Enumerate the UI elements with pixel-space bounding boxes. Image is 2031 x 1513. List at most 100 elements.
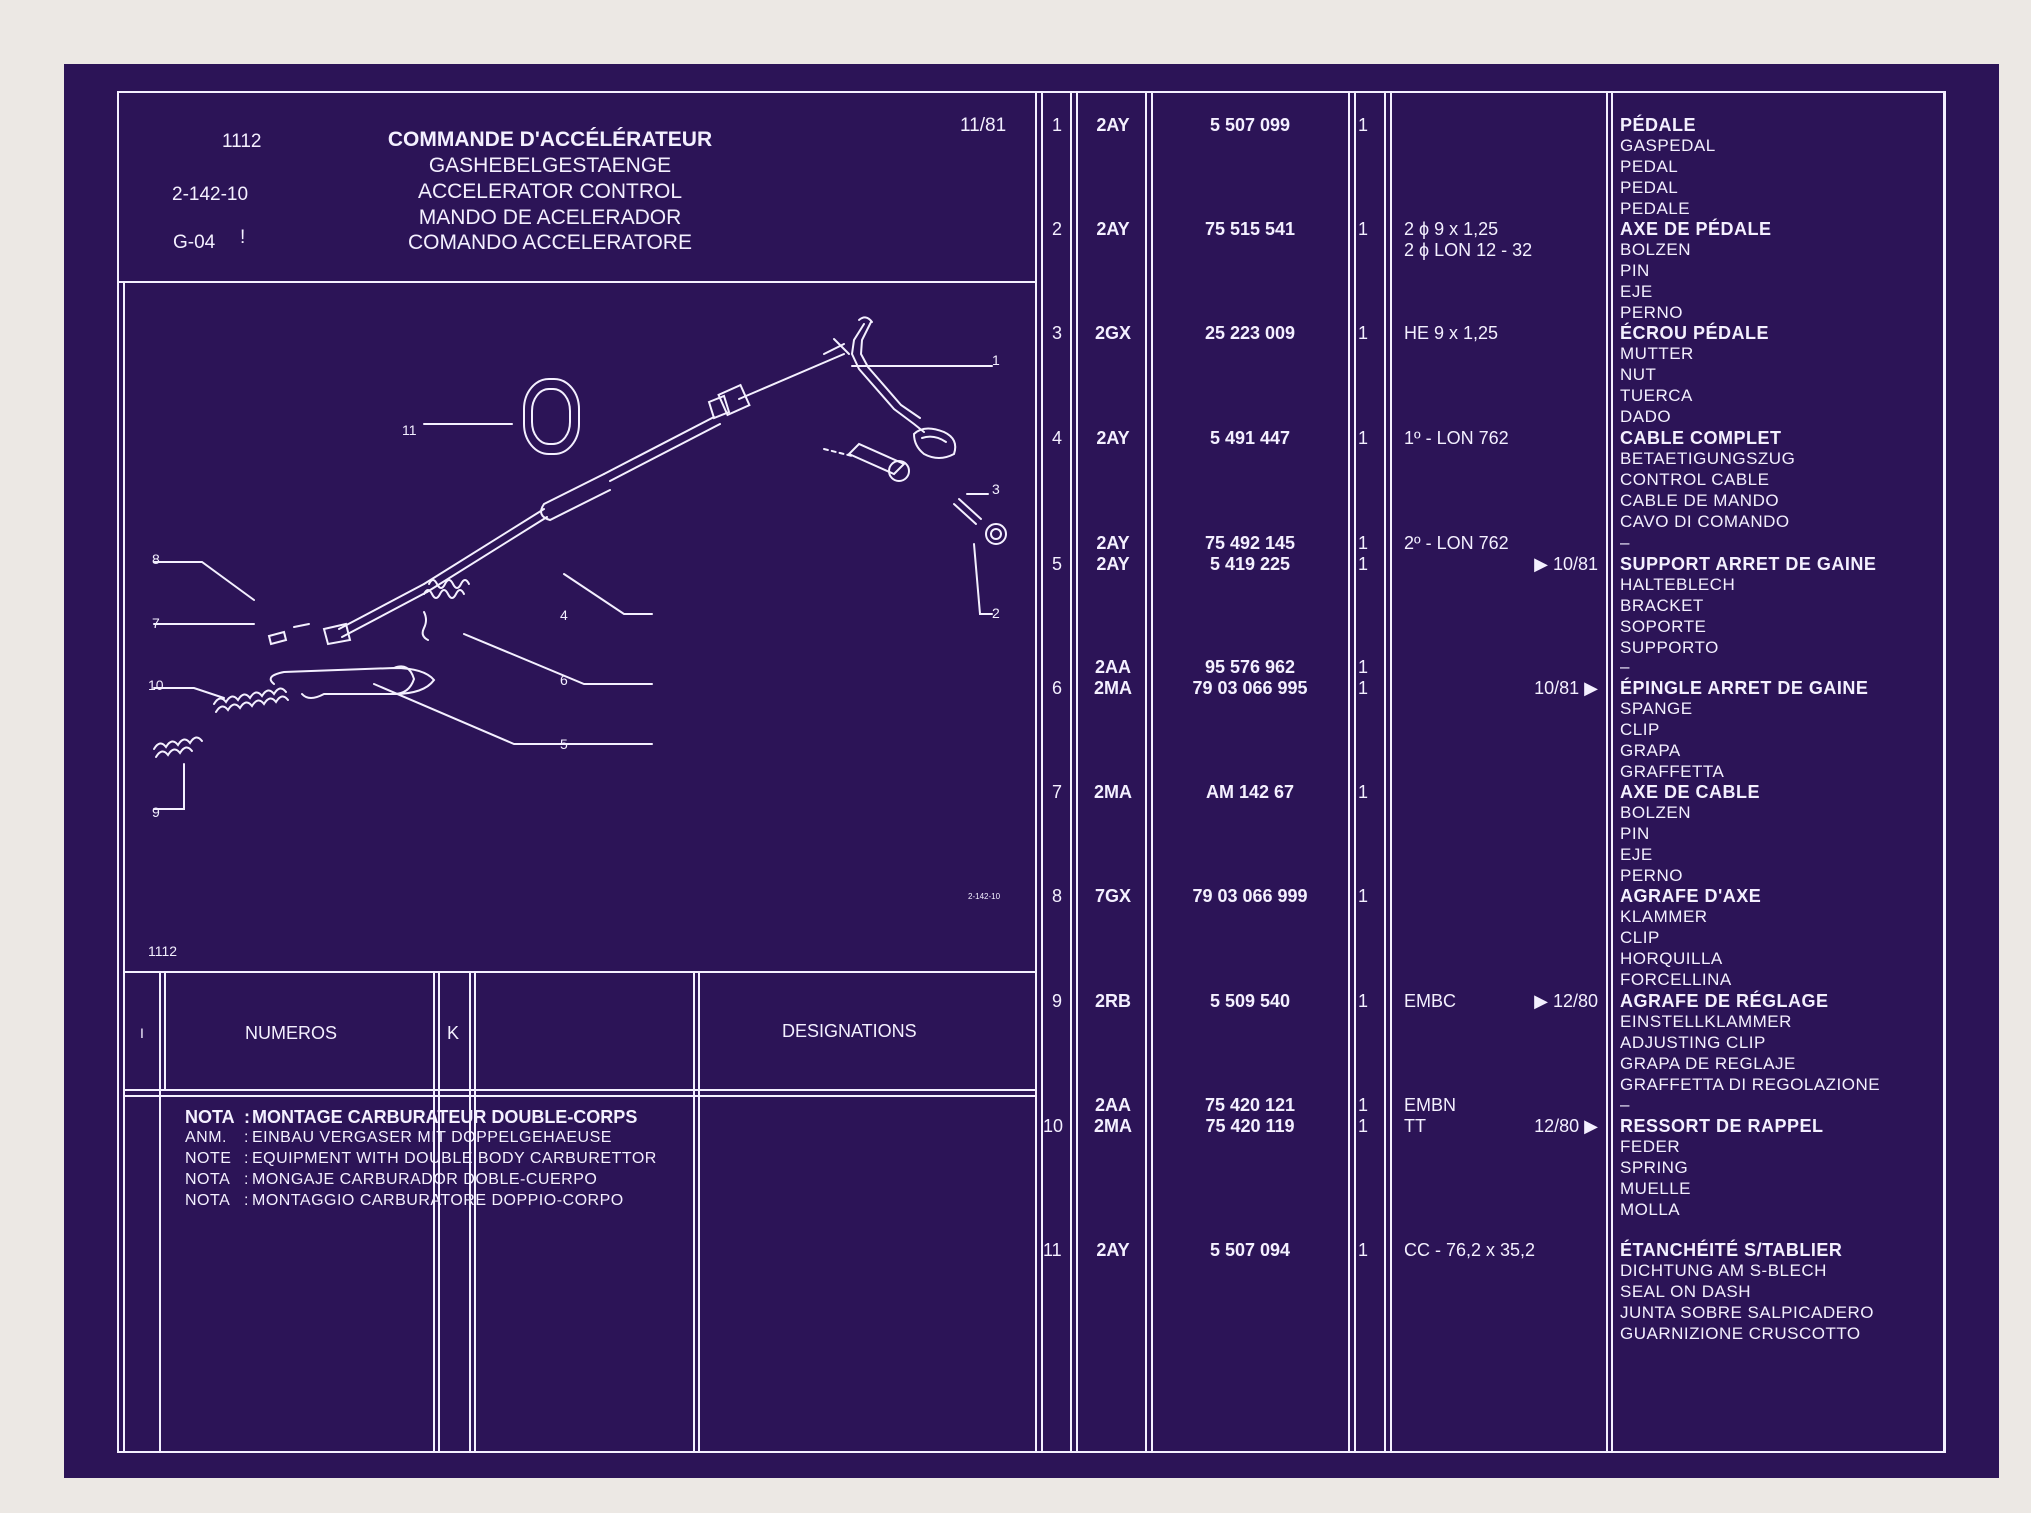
part-designation: CABLE COMPLET bbox=[1620, 428, 1782, 448]
part-date: ▶ 10/81 bbox=[1534, 554, 1598, 574]
part-code: 2AA bbox=[1094, 1095, 1131, 1115]
part-translation: CABLE DE MANDO bbox=[1620, 491, 1780, 510]
part-quantity: 1 bbox=[1358, 657, 1369, 677]
part-translation: GRAPA bbox=[1620, 741, 1681, 760]
seal-part bbox=[523, 378, 580, 455]
header-title-it: COMANDO ACCELERATORE bbox=[408, 231, 692, 254]
part-designation: AGRAFE DE RÉGLAGE bbox=[1620, 991, 1829, 1011]
note-line-4-tag: NOTA bbox=[185, 1171, 231, 1188]
note-line-2-tag: ANM. bbox=[185, 1129, 227, 1146]
part-code: 7GX bbox=[1094, 886, 1132, 906]
part-translation: GRAFFETTA bbox=[1620, 762, 1725, 781]
part-translation: CONTROL CABLE bbox=[1620, 470, 1770, 489]
note-line-4-text: MONGAJE CARBURADOR DOBLE-CUERPO bbox=[252, 1171, 598, 1188]
part-translation: DADO bbox=[1620, 407, 1672, 426]
part-quantity: 1 bbox=[1358, 554, 1369, 574]
part-code: 2MA bbox=[1093, 1116, 1132, 1136]
part-translation: PEDAL bbox=[1620, 178, 1679, 197]
part-translation: EINSTELLKLAMMER bbox=[1620, 1012, 1792, 1031]
part-translation: BETAETIGUNGSZUG bbox=[1620, 449, 1796, 468]
part-number: 95 576 962 bbox=[1204, 657, 1296, 677]
part-translation: PIN bbox=[1620, 261, 1650, 280]
part-translation: SPRING bbox=[1620, 1158, 1689, 1177]
part-quantity: 1 bbox=[1358, 219, 1369, 239]
part-translation: SOPORTE bbox=[1620, 617, 1707, 636]
part-translation: TUERCA bbox=[1620, 386, 1693, 405]
part-translation: EJE bbox=[1620, 845, 1653, 864]
note-line-1-text: MONTAGE CARBURATEUR DOUBLE-CORPS bbox=[252, 1107, 638, 1127]
part-code: 2MA bbox=[1093, 678, 1132, 698]
diagram-label-1: 1 bbox=[992, 352, 1000, 368]
diagram-label-7: 7 bbox=[152, 615, 160, 631]
part-number: AM 142 67 bbox=[1205, 782, 1295, 802]
part-translation: PERNO bbox=[1620, 303, 1683, 322]
part-translation: CLIP bbox=[1620, 928, 1660, 947]
diagram-label-8: 8 bbox=[152, 551, 160, 567]
diagram-label-4: 4 bbox=[560, 607, 568, 623]
diagram-label-3: 3 bbox=[992, 481, 1000, 497]
part-designation: ÉCROU PÉDALE bbox=[1620, 323, 1770, 343]
part-spec: 1º - LON 762 bbox=[1404, 428, 1509, 448]
part-index: 4 bbox=[1052, 428, 1063, 448]
part-index: 9 bbox=[1052, 991, 1063, 1011]
part-designation: AXE DE PÉDALE bbox=[1620, 219, 1772, 239]
column-i: I bbox=[140, 1025, 144, 1041]
part-spec: 2º - LON 762 bbox=[1404, 533, 1509, 553]
part-quantity: 1 bbox=[1358, 782, 1369, 802]
part-translation: GUARNIZIONE CRUSCOTTO bbox=[1620, 1324, 1861, 1343]
part-code: 2RB bbox=[1094, 991, 1131, 1011]
part-quantity: 1 bbox=[1358, 1240, 1369, 1260]
diagram-label-2: 2 bbox=[992, 605, 1000, 621]
part-date: 12/80 ▶ bbox=[1534, 1116, 1598, 1136]
part-designation: RESSORT DE RAPPEL bbox=[1620, 1116, 1824, 1136]
header-title-en: ACCELERATOR CONTROL bbox=[417, 180, 683, 203]
part-translation: GRAPA DE REGLAJE bbox=[1620, 1054, 1796, 1073]
part-spec: EMBC bbox=[1404, 991, 1457, 1011]
part-quantity: 1 bbox=[1358, 1116, 1369, 1136]
part-number: 5 507 094 bbox=[1209, 1240, 1291, 1260]
part-designation: ÉPINGLE ARRET DE GAINE bbox=[1620, 678, 1869, 698]
part-number: 5 509 540 bbox=[1209, 991, 1291, 1011]
part-number: 5 491 447 bbox=[1209, 428, 1291, 448]
part-number: 75 515 541 bbox=[1204, 219, 1296, 239]
note-colon: : bbox=[244, 1192, 249, 1209]
column-k: K bbox=[447, 1023, 460, 1043]
part-quantity: 1 bbox=[1358, 115, 1369, 135]
part-translation: SPANGE bbox=[1620, 699, 1693, 718]
header-title-de: GASHEBELGESTAENGE bbox=[428, 154, 672, 177]
part-index: 8 bbox=[1052, 886, 1063, 906]
note-colon: : bbox=[244, 1171, 249, 1188]
part-translation: DICHTUNG AM S-BLECH bbox=[1620, 1261, 1827, 1280]
part-number: 75 420 121 bbox=[1204, 1095, 1296, 1115]
diagram-label-6: 6 bbox=[560, 672, 568, 688]
header-ref: 2-142-10 bbox=[172, 184, 249, 205]
header-group-mark: ! bbox=[240, 227, 246, 248]
part-translation: ADJUSTING CLIP bbox=[1620, 1033, 1766, 1052]
header-group: G-04 bbox=[173, 232, 216, 253]
part-index: 3 bbox=[1052, 323, 1063, 343]
part-code: 2AY bbox=[1096, 219, 1130, 239]
note-colon: : bbox=[244, 1150, 249, 1167]
part-translation: GASPEDAL bbox=[1620, 136, 1716, 155]
part-quantity: 1 bbox=[1358, 886, 1369, 906]
part-designation: PÉDALE bbox=[1620, 115, 1697, 135]
part-number: 5 419 225 bbox=[1209, 554, 1291, 574]
diagram-label-11: 11 bbox=[402, 422, 417, 438]
part-translation: CLIP bbox=[1620, 720, 1660, 739]
part-date: 10/81 ▶ bbox=[1534, 678, 1598, 698]
part-index: 1 bbox=[1052, 115, 1063, 135]
part-date: ▶ 12/80 bbox=[1534, 991, 1598, 1011]
part-translation: – bbox=[1620, 657, 1630, 676]
part-translation: HALTEBLECH bbox=[1620, 575, 1736, 594]
part-designation: SUPPORT ARRET DE GAINE bbox=[1620, 554, 1877, 574]
note-line-1-tag: NOTA bbox=[185, 1107, 235, 1127]
part-translation: BOLZEN bbox=[1620, 240, 1692, 259]
part-translation: PERNO bbox=[1620, 866, 1683, 885]
header-title-es: MANDO DE ACELERADOR bbox=[418, 206, 682, 229]
part-number: 79 03 066 995 bbox=[1192, 678, 1308, 698]
header-date: 11/81 bbox=[960, 115, 1007, 136]
part-number: 5 507 099 bbox=[1209, 115, 1291, 135]
diagram-label-10: 10 bbox=[148, 677, 164, 693]
part-code: 2AY bbox=[1096, 428, 1130, 448]
part-quantity: 1 bbox=[1358, 533, 1369, 553]
